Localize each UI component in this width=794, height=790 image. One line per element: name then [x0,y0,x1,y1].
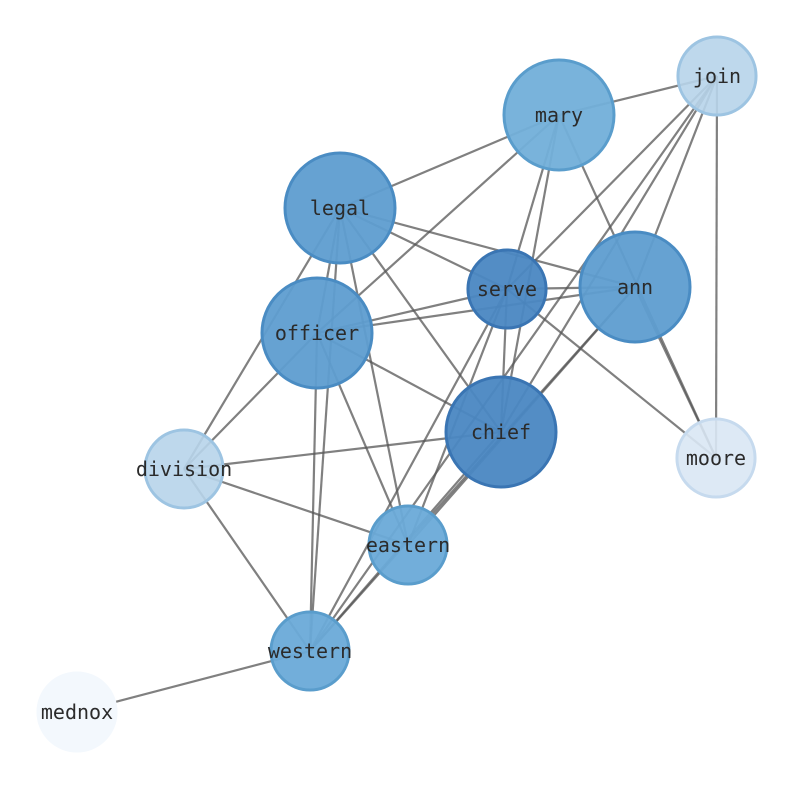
edge-join-serve [506,75,718,290]
node-layer: mary join legal serve ann officer chief divisio… [36,35,758,753]
node-label-ann: ann [617,275,653,299]
node-division: division [136,428,232,510]
edge-join-moore [714,75,719,459]
node-label-moore: moore [686,446,746,470]
node-circle-eastern [367,504,449,586]
node-circle-mary [502,58,616,172]
node-label-serve: serve [477,277,537,301]
node-chief: chief [444,375,558,489]
edge-legal-eastern [338,207,410,546]
edge-serve-western [309,288,508,652]
node-ann: ann [578,230,692,344]
edge-serve-moore [506,288,717,459]
edge-layer [76,74,719,714]
node-label-legal: legal [310,196,370,220]
node-moore: moore [675,417,757,499]
node-circle-moore [675,417,757,499]
node-mednox: mednox [36,671,118,753]
node-circle-legal [283,151,397,265]
node-western: western [268,610,352,692]
node-label-mednox: mednox [41,700,113,724]
node-join: join [676,35,758,117]
node-circle-join [676,35,758,117]
node-label-division: division [136,457,232,481]
node-label-western: western [268,639,352,663]
node-circle-chief [444,375,558,489]
node-circle-division [143,428,225,510]
node-label-chief: chief [471,420,531,444]
node-circle-serve [466,248,548,330]
node-officer: officer [260,276,374,390]
node-label-eastern: eastern [366,533,450,557]
node-circle-officer [260,276,374,390]
node-legal: legal [283,151,397,265]
node-circle-western [269,610,351,692]
node-label-officer: officer [275,321,359,345]
node-circle-mednox [36,671,118,753]
node-circle-ann [578,230,692,344]
node-eastern: eastern [366,504,450,586]
node-serve: serve [466,248,548,330]
node-label-mary: mary [535,103,583,127]
node-label-join: join [693,64,741,88]
node-mary: mary [502,58,616,172]
